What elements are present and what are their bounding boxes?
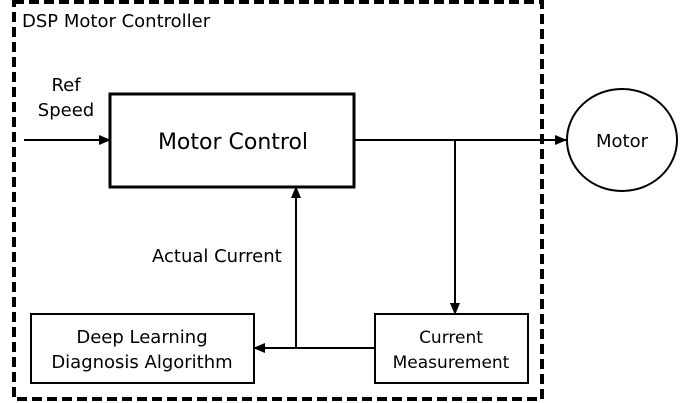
dsp-container-border — [12, 0, 544, 401]
current-measurement-label-line2: Measurement — [393, 353, 510, 373]
container-title: DSP Motor Controller — [22, 11, 211, 32]
motor-block — [566, 88, 678, 192]
deep-learning-label-line2: Diagnosis Algorithm — [51, 352, 232, 373]
deep-learning-label-line1: Deep Learning — [76, 327, 207, 348]
motor-label: Motor — [596, 131, 649, 152]
motor-control-label: Motor Control — [158, 130, 308, 155]
actual-current-label: Actual Current — [152, 246, 282, 267]
current-measurement-block — [374, 313, 529, 384]
current-measurement-label-line1: Current — [419, 328, 483, 348]
motor-control-block — [108, 92, 356, 189]
deep-learning-block — [30, 313, 255, 384]
ref-speed-label-line2: Speed — [38, 100, 94, 121]
ref-speed-label-line1: Ref — [51, 75, 81, 96]
